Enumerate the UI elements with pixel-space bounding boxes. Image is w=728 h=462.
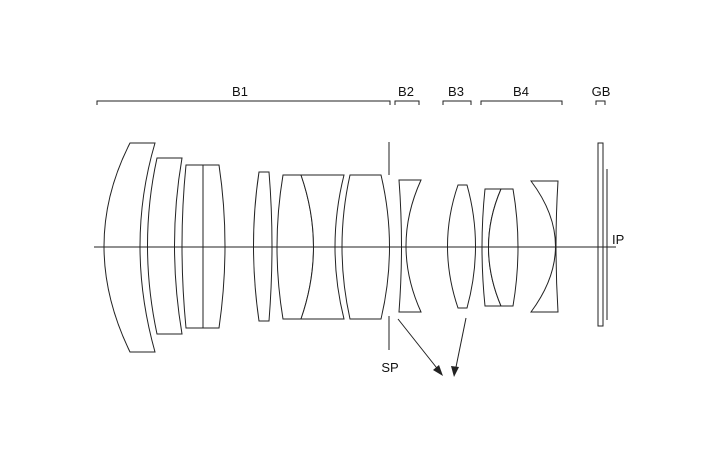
group-label-b4: B4 [513, 84, 529, 99]
arrow-b2 [397, 318, 441, 373]
glass-block [597, 142, 604, 327]
group-label-b1: B1 [232, 84, 248, 99]
group-label-b3: B3 [448, 84, 464, 99]
stop-label: SP [381, 360, 398, 375]
bracket-b1 [96, 100, 391, 105]
bracket-b4 [480, 100, 563, 105]
lens-b1-2 [147, 157, 183, 335]
group-brackets [96, 100, 606, 105]
arrow-b3 [454, 317, 467, 373]
arrow-b2-head [433, 365, 443, 376]
arrow-b3-head [451, 366, 459, 377]
bracket-gb [595, 100, 606, 105]
focus-arrows [397, 317, 467, 377]
image-plane-label: IP [612, 232, 624, 247]
group-label-gb: GB [592, 84, 611, 99]
bracket-b3 [442, 100, 472, 105]
lens-b4-3 [529, 180, 559, 313]
bracket-b2 [394, 100, 420, 105]
group-label-b2: B2 [398, 84, 414, 99]
lens-b2-1 [398, 179, 422, 313]
